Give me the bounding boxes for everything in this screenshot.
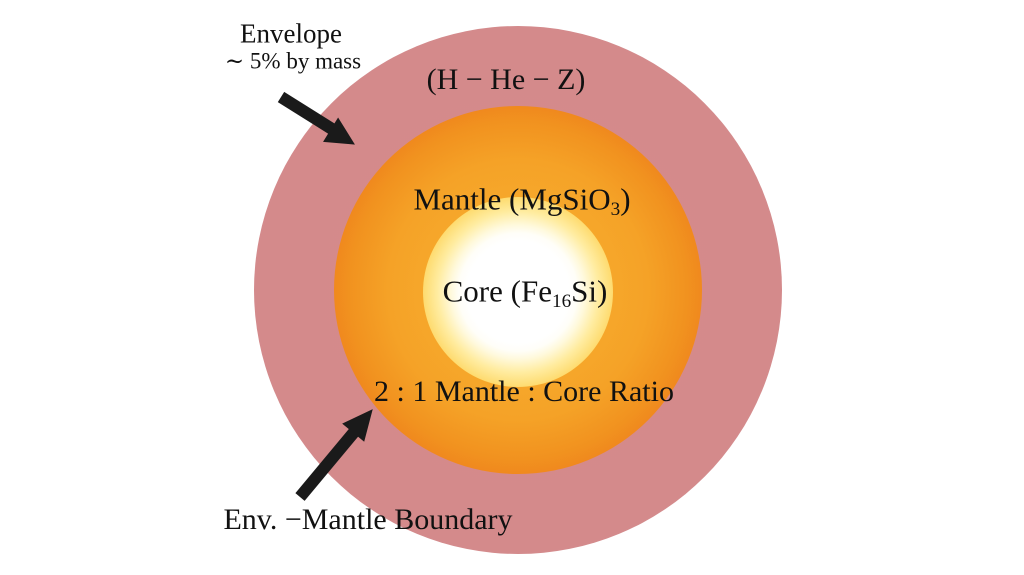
- envelope-label-mass: ∼ 5% by mass: [224, 48, 362, 74]
- mantle-label: Mantle (MgSiO3): [413, 181, 631, 219]
- mantle-label-subscript: 3: [610, 198, 621, 220]
- mantle-label-text: Mantle (MgSiO: [413, 181, 611, 217]
- core-label-subscript: 16: [551, 290, 572, 312]
- core-label: Core (Fe16Si): [442, 273, 608, 311]
- boundary-label: Env. −Mantle Boundary: [223, 503, 513, 536]
- core-glow: [423, 197, 613, 387]
- mantle-label-close: ): [620, 181, 631, 217]
- core-label-text: Core (Fe: [442, 273, 552, 309]
- core-label-close: Si): [571, 273, 608, 309]
- ratio-label: 2 : 1 Mantle : Core Ratio: [374, 375, 674, 408]
- envelope-label-title: Envelope: [240, 18, 342, 49]
- envelope-composition-label: (H − He − Z): [426, 63, 586, 96]
